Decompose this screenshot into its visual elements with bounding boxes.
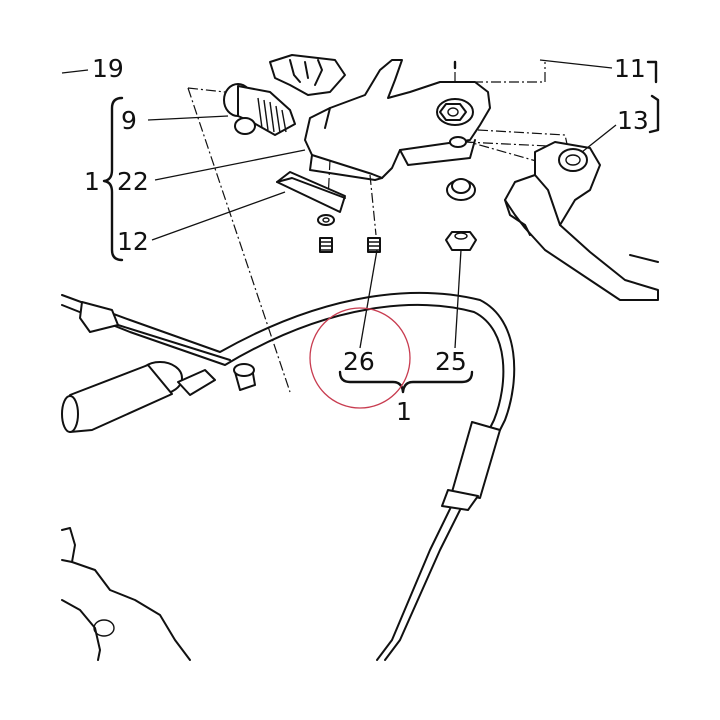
callout-9: 9 xyxy=(121,106,137,135)
small-fasteners xyxy=(317,178,477,253)
assembly-brace-left xyxy=(102,96,124,262)
assembly-brace-bottom xyxy=(338,370,474,394)
callout-12: 12 xyxy=(117,227,149,256)
lower-housing xyxy=(61,527,191,661)
bolt-part-9 xyxy=(223,83,296,136)
leader-lines xyxy=(61,59,617,349)
pedal-arm-13 xyxy=(504,141,659,301)
callout-1-bottom: 1 xyxy=(396,397,412,426)
callout-13: 13 xyxy=(617,106,649,135)
brace-right-fragments xyxy=(453,60,660,134)
callout-19: 19 xyxy=(92,54,124,83)
plate-part-12 xyxy=(276,171,346,213)
upper-clip-part xyxy=(269,54,346,96)
callout-26: 26 xyxy=(343,347,375,376)
highlight-circle xyxy=(309,307,411,409)
lever-bracket xyxy=(304,59,491,181)
callout-22: 22 xyxy=(117,167,149,196)
callout-11: 11 xyxy=(614,54,646,83)
callout-25: 25 xyxy=(435,347,467,376)
callout-1-left: 1 xyxy=(84,167,100,196)
throttle-cable xyxy=(61,291,516,661)
